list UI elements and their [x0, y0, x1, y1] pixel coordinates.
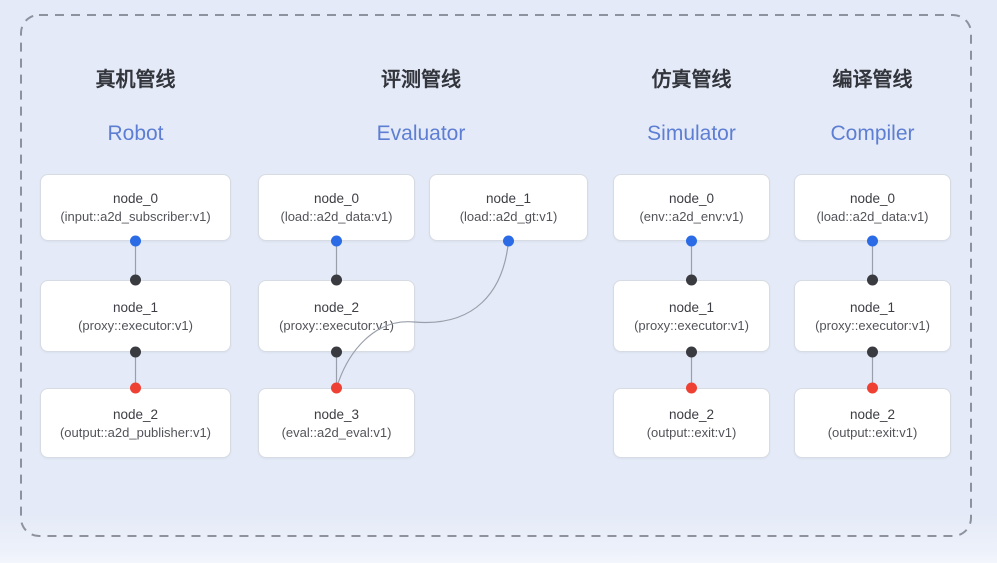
node-sublabel: (output::a2d_publisher:v1) [59, 424, 212, 440]
node-sublabel: (env::a2d_env:v1) [639, 209, 744, 224]
node-box-robot-node_1: node_1(proxy::executor:v1) [40, 280, 231, 352]
node-sublabel: (proxy::executor:v1) [78, 317, 193, 333]
node-sublabel: (load::a2d_data:v1) [816, 209, 929, 224]
node-label: node_0 [112, 191, 159, 206]
node-label: node_1 [485, 191, 532, 206]
node-sublabel: (output::exit:v1) [827, 424, 918, 440]
pipeline-title-zh-simulator: 仿真管线 [651, 69, 732, 91]
node-label: node_0 [849, 191, 896, 206]
node-box-simulator-node_1: node_1(proxy::executor:v1) [613, 280, 770, 352]
node-label: node_1 [112, 299, 159, 315]
node-box-evaluator-node_0: node_0(load::a2d_data:v1) [258, 174, 415, 241]
pipeline-title-zh-evaluator: 评测管线 [381, 69, 461, 91]
node-box-evaluator-node_2: node_2(proxy::executor:v1) [258, 280, 415, 352]
node-sublabel: (output::exit:v1) [646, 424, 737, 440]
node-box-evaluator-node_3: node_3(eval::a2d_eval:v1) [258, 388, 415, 458]
node-sublabel: (load::a2d_data:v1) [280, 209, 393, 224]
pipeline-title-zh-robot: 真机管线 [95, 69, 176, 91]
node-label: node_2 [849, 406, 896, 422]
node-label: node_2 [313, 299, 360, 315]
node-label: node_3 [313, 406, 360, 422]
node-label: node_0 [313, 191, 360, 206]
pipeline-title-en-simulator: Simulator [647, 122, 736, 145]
node-box-evaluator-node_1: node_1(load::a2d_gt:v1) [429, 174, 588, 241]
pipeline-title-en-compiler: Compiler [830, 122, 915, 145]
node-label: node_0 [668, 191, 715, 206]
node-box-compiler-node_1: node_1(proxy::executor:v1) [794, 280, 951, 352]
node-label: node_1 [668, 299, 715, 315]
node-box-robot-node_0: node_0(input::a2d_subscriber:v1) [40, 174, 231, 241]
pipeline-title-zh-compiler: 编译管线 [832, 69, 913, 91]
pipeline-title-en-evaluator: Evaluator [376, 122, 466, 145]
pipeline-title-en-robot: Robot [107, 122, 164, 145]
node-label: node_2 [668, 406, 715, 422]
node-label: node_1 [849, 299, 896, 315]
node-box-compiler-node_2: node_2(output::exit:v1) [794, 388, 951, 458]
node-label: node_2 [112, 406, 159, 422]
node-sublabel: (proxy::executor:v1) [279, 317, 394, 333]
node-sublabel: (eval::a2d_eval:v1) [281, 424, 392, 440]
node-sublabel: (input::a2d_subscriber:v1) [60, 209, 211, 224]
node-sublabel: (load::a2d_gt:v1) [459, 209, 558, 224]
node-box-simulator-node_2: node_2(output::exit:v1) [613, 388, 770, 458]
node-box-simulator-node_0: node_0(env::a2d_env:v1) [613, 174, 770, 241]
node-sublabel: (proxy::executor:v1) [634, 317, 749, 333]
node-sublabel: (proxy::executor:v1) [815, 317, 930, 333]
node-box-robot-node_2: node_2(output::a2d_publisher:v1) [40, 388, 231, 458]
node-box-compiler-node_0: node_0(load::a2d_data:v1) [794, 174, 951, 241]
